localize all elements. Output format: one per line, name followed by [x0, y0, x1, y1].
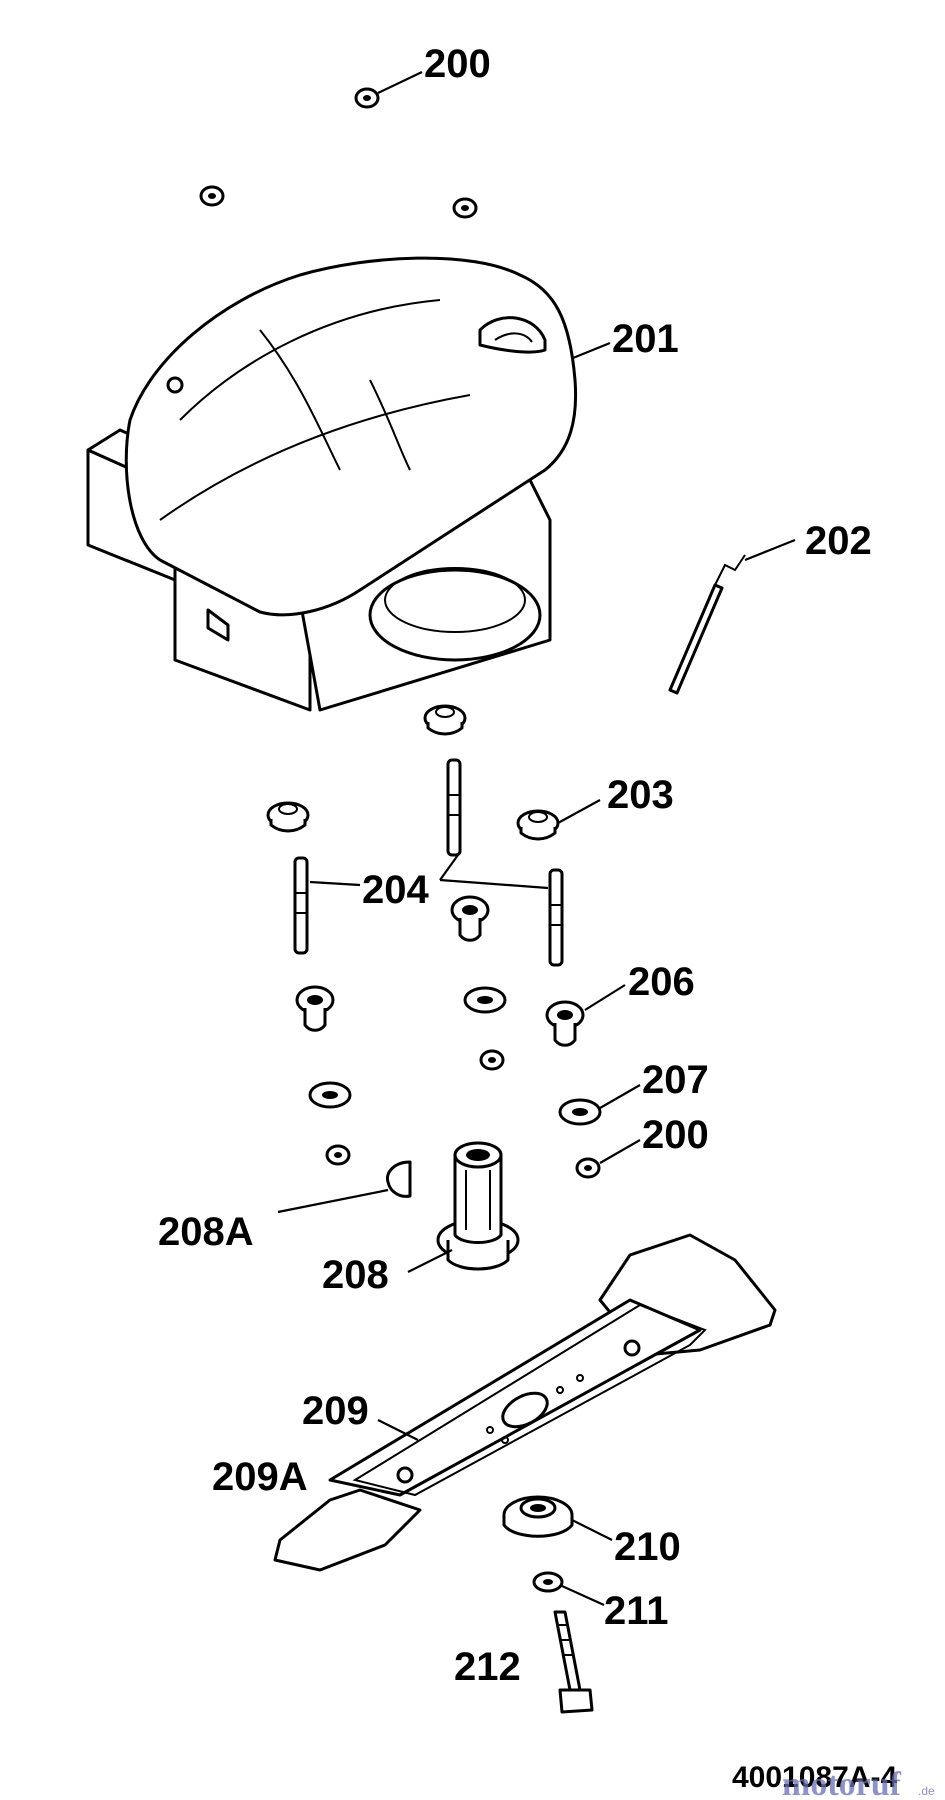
blade-209-group: [273, 1233, 777, 1572]
label-blade-alt: 209A: [212, 1455, 308, 1499]
bolt-212-group: [553, 1610, 594, 1714]
label-washer: 207: [642, 1058, 709, 1102]
stud-icon: [446, 758, 462, 857]
nut-200-mid-group: [325, 1049, 641, 1179]
nut-icon: [575, 1157, 601, 1179]
sleeve-icon: [545, 1000, 585, 1047]
nut-icon: [199, 185, 225, 207]
key-208a-group: [277, 1160, 412, 1214]
label-blade: 209: [302, 1389, 369, 1433]
watermark-suffix: .de: [918, 1784, 935, 1798]
label-nut-mid: 200: [642, 1113, 709, 1157]
adapter-208-group: [407, 1141, 520, 1273]
label-wire: 202: [805, 519, 872, 563]
washer-icon: [532, 1571, 564, 1593]
label-bushing: 203: [607, 773, 674, 817]
engine-icon: [86, 256, 611, 712]
drawing-number: 4001087A-4: [732, 1761, 897, 1794]
label-adapter: 208: [322, 1253, 389, 1297]
label-washer-small: 211: [604, 1589, 669, 1633]
blade-hub-icon: [502, 1495, 574, 1538]
sleeve-icon: [450, 895, 490, 942]
mower-blade-icon: [273, 1233, 777, 1572]
label-bolt: 212: [454, 1645, 521, 1689]
stud-icon: [293, 856, 309, 955]
sleeve-206-group: [295, 895, 626, 1047]
label-stud: 204: [362, 868, 429, 912]
hub-210-group: [502, 1495, 613, 1541]
washer-icon: [308, 1081, 352, 1109]
label-nut-top: 200: [424, 42, 491, 86]
nut-icon: [479, 1049, 505, 1071]
bushing-icon: [516, 809, 560, 841]
bushing-icon: [423, 704, 467, 736]
washer-icon: [558, 1098, 602, 1126]
bolt-icon: [553, 1610, 594, 1714]
nut-icon: [452, 197, 478, 219]
nut-200-top-group: [199, 71, 478, 219]
washer-207-group: [308, 986, 641, 1126]
nut-icon: [325, 1144, 351, 1166]
washer-211-group: [532, 1571, 605, 1607]
key-icon: [385, 1160, 412, 1198]
wire-icon: [668, 554, 746, 695]
watermark-brand: motoruf: [782, 1766, 902, 1800]
nut-icon: [354, 87, 380, 109]
wire-202-group: [668, 538, 796, 695]
label-sleeve: 206: [628, 960, 695, 1004]
bushing-203-group: [266, 704, 601, 841]
bushing-icon: [266, 801, 310, 833]
blade-adapter-icon: [436, 1141, 520, 1271]
label-hub: 210: [614, 1525, 681, 1569]
stud-204-group: [293, 758, 564, 967]
label-key: 208A: [158, 1210, 254, 1254]
stud-icon: [548, 868, 564, 967]
washer-icon: [463, 986, 507, 1014]
label-engine: 201: [612, 317, 679, 361]
sleeve-icon: [295, 985, 335, 1032]
